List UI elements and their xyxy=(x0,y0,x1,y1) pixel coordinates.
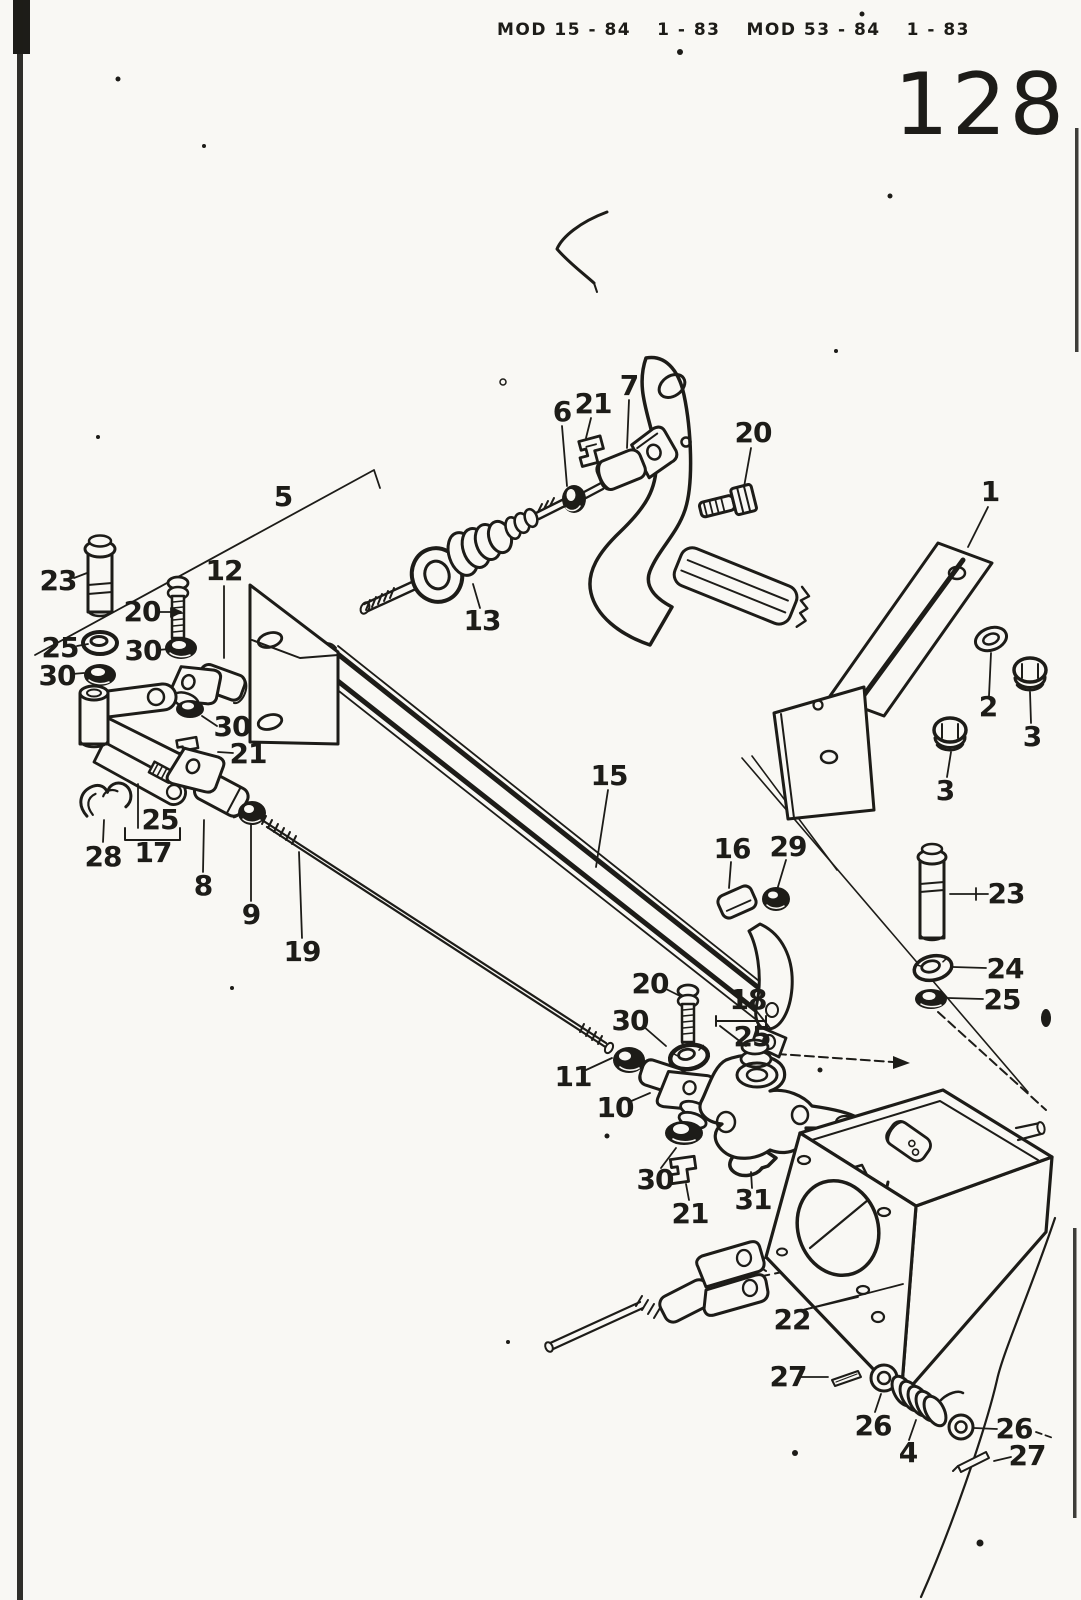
stray-curl-mark xyxy=(555,210,609,293)
pedal-clevis xyxy=(595,425,679,492)
callout-30: 30 xyxy=(38,659,77,692)
callout-30: 30 xyxy=(636,1163,675,1196)
housing-box xyxy=(760,1088,1054,1400)
callout-12: 12 xyxy=(205,554,244,587)
clip-top xyxy=(577,434,605,468)
washer-25-right xyxy=(915,989,947,1009)
bolt-left xyxy=(166,575,190,643)
grommet-30-b xyxy=(84,664,116,686)
nut-11 xyxy=(613,1047,645,1073)
callout-23: 23 xyxy=(39,564,78,597)
callout-30: 30 xyxy=(213,710,252,743)
pedal-pad xyxy=(672,546,811,628)
callout-10: 10 xyxy=(596,1091,635,1124)
header-right-model: MOD 53 - 84 xyxy=(746,20,881,40)
link-rod xyxy=(260,815,615,1055)
leader-lines xyxy=(71,399,1054,1462)
header-model-codes: MOD 15 - 84 1 - 83 MOD 53 - 84 1 - 83 xyxy=(497,20,970,40)
grommet-30-e xyxy=(665,1121,703,1145)
bracket-washer xyxy=(974,625,1008,653)
callout-3: 3 xyxy=(1022,720,1043,753)
callout-26: 26 xyxy=(995,1412,1034,1445)
margin-rules xyxy=(13,0,1079,1600)
pedal-cross-tube xyxy=(313,642,784,1026)
bracket-nut-b xyxy=(932,716,968,752)
bolt-middle xyxy=(676,983,700,1047)
callout-23: 23 xyxy=(987,877,1026,910)
callout-17: 17 xyxy=(134,836,173,869)
callout-9: 9 xyxy=(241,898,262,931)
callout-30: 30 xyxy=(611,1004,650,1037)
support-bracket-plate xyxy=(248,583,340,746)
callout-15: 15 xyxy=(590,759,629,792)
header-left-code: 1 - 83 xyxy=(657,20,721,40)
callout-28: 28 xyxy=(84,840,123,873)
pivot-pin-right xyxy=(916,842,948,942)
callout-31: 31 xyxy=(734,1183,773,1216)
clip-21-lower xyxy=(668,1154,698,1186)
callout-25: 25 xyxy=(141,803,180,836)
spring-group xyxy=(831,1363,990,1473)
callout-13: 13 xyxy=(463,604,502,637)
pivot-pin-left xyxy=(83,534,117,618)
callout-20: 20 xyxy=(123,595,162,628)
print-specks xyxy=(96,11,1051,1547)
washer-30-white xyxy=(667,1042,711,1072)
callout-5: 5 xyxy=(273,480,294,513)
callout-20: 20 xyxy=(734,416,773,449)
callout-18: 18 xyxy=(729,983,768,1016)
callout-27: 27 xyxy=(1008,1439,1047,1472)
callout-19: 19 xyxy=(283,935,322,968)
grommet-30-c xyxy=(176,700,204,718)
mounting-bracket xyxy=(772,541,994,821)
box-bushing xyxy=(885,1120,932,1163)
clevis-8 xyxy=(147,746,250,819)
callout-27: 27 xyxy=(769,1360,808,1393)
grommet-30-a xyxy=(165,637,197,659)
callout-1: 1 xyxy=(980,475,1001,508)
callout-16: 16 xyxy=(713,832,752,865)
nut-29 xyxy=(762,887,790,911)
pivot-bolt xyxy=(698,483,758,519)
pushrod-boot xyxy=(359,481,605,615)
cable-nut xyxy=(562,485,586,513)
header-right-code: 1 - 83 xyxy=(906,20,970,40)
callout-8: 8 xyxy=(193,869,214,902)
callout-24: 24 xyxy=(986,952,1025,985)
bottom-fork xyxy=(544,1240,770,1353)
callout-6: 6 xyxy=(552,395,573,428)
tube-end-link xyxy=(747,922,794,1059)
header-left-model: MOD 15 - 84 xyxy=(497,20,632,40)
callout-29: 29 xyxy=(769,830,808,863)
callout-25: 25 xyxy=(733,1020,772,1053)
clip-28 xyxy=(79,781,133,818)
callout-21: 21 xyxy=(229,737,268,770)
callout-25: 25 xyxy=(41,631,80,664)
callout-21: 21 xyxy=(574,387,613,420)
callout-20: 20 xyxy=(631,967,670,1000)
callout-7: 7 xyxy=(619,369,640,402)
callout-2: 2 xyxy=(978,690,999,723)
callout-25: 25 xyxy=(983,983,1022,1016)
pad-16 xyxy=(716,884,758,920)
callout-21: 21 xyxy=(671,1197,710,1230)
callout-3: 3 xyxy=(935,774,956,807)
callout-11: 11 xyxy=(554,1060,593,1093)
callout-30: 30 xyxy=(124,634,163,667)
washer-24 xyxy=(912,953,954,983)
nut-9 xyxy=(238,801,266,825)
bracket-nut-a xyxy=(1012,656,1048,692)
callout-4: 4 xyxy=(898,1436,919,1469)
callout-26: 26 xyxy=(854,1409,893,1442)
callout-22: 22 xyxy=(773,1303,812,1336)
washer-25-left xyxy=(81,630,119,656)
page-number: 128 xyxy=(894,55,1068,155)
